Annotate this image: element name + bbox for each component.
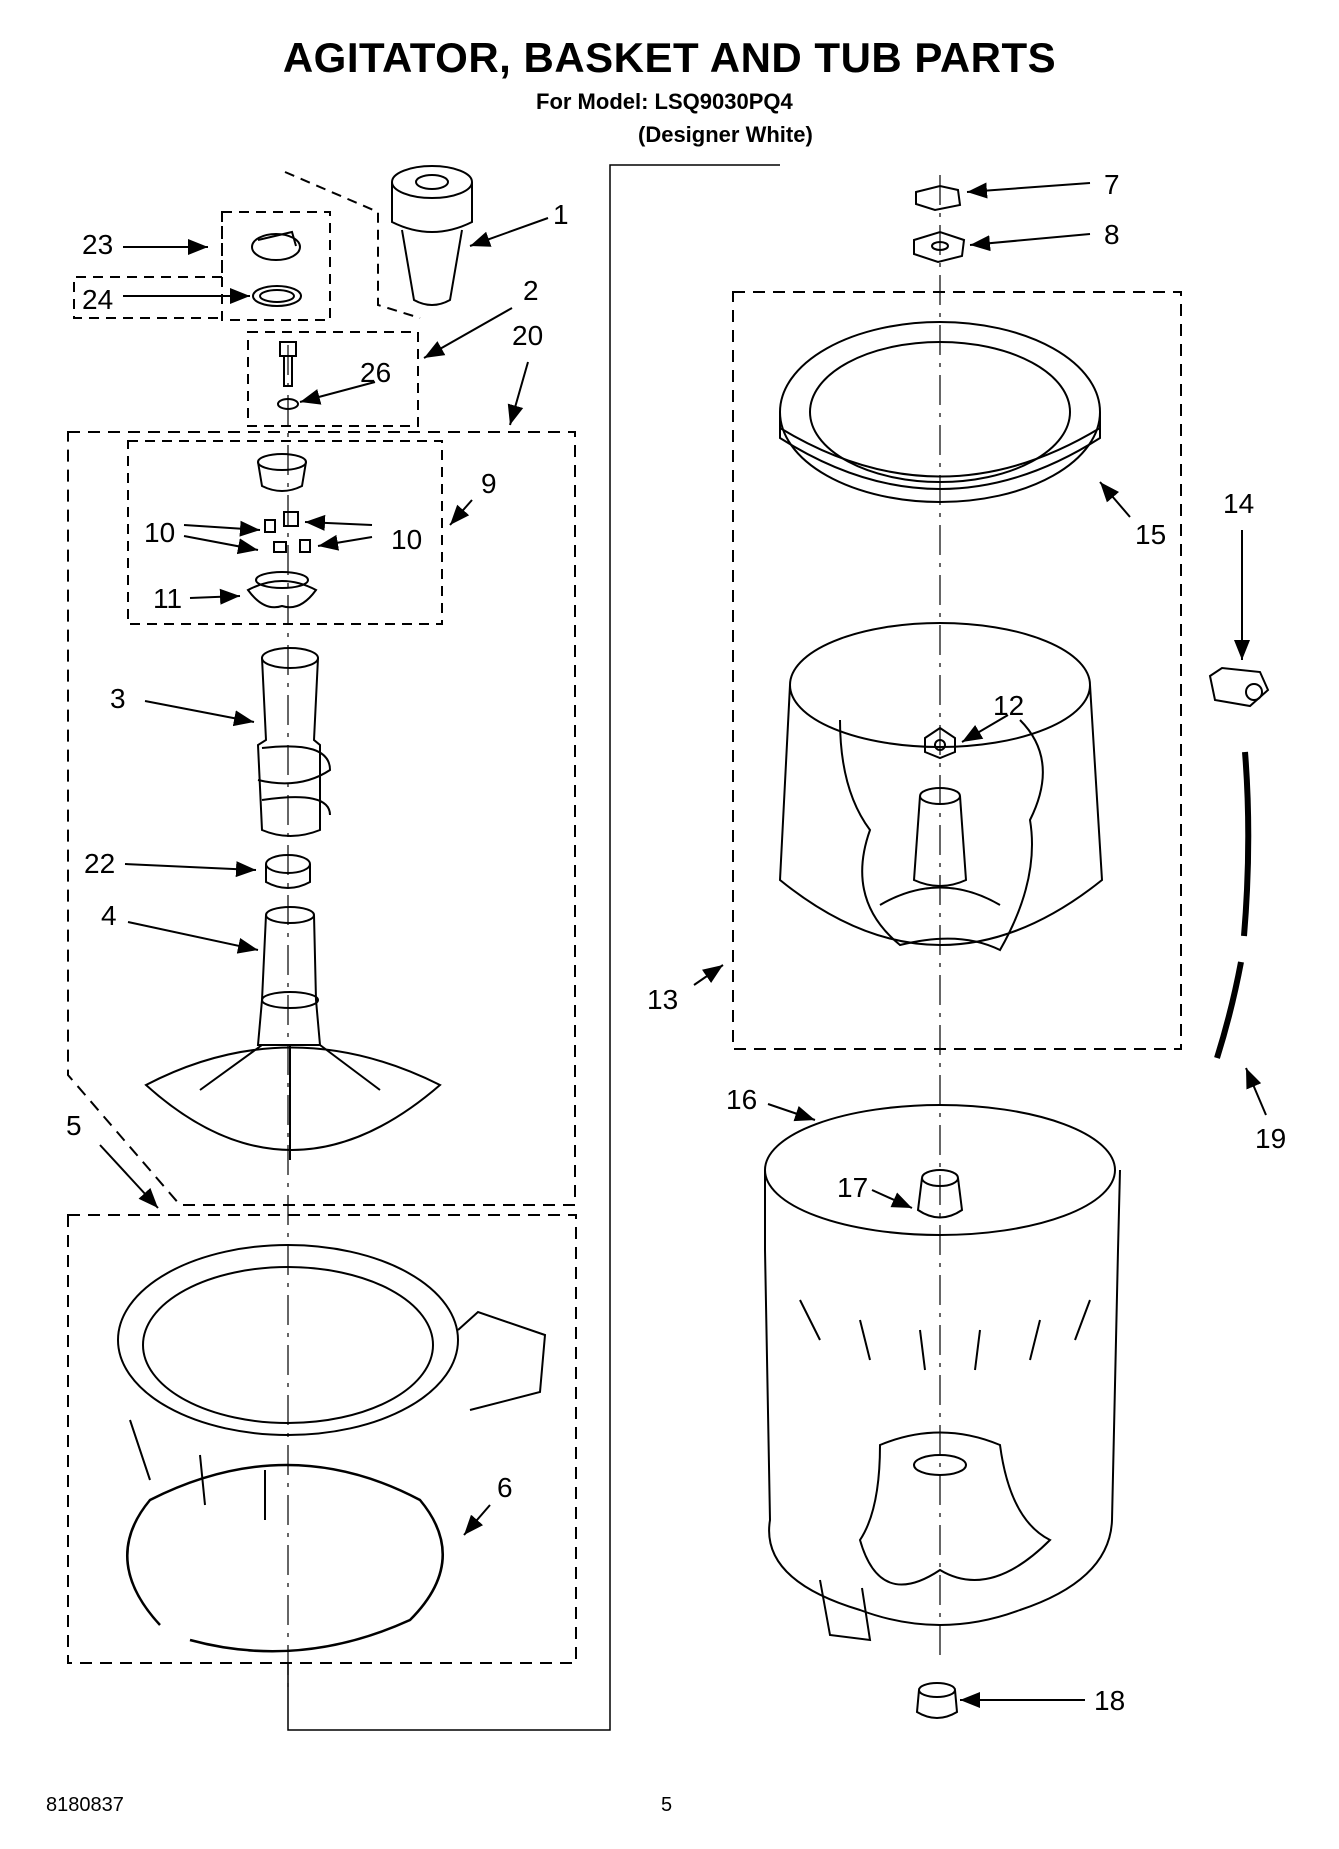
callout-label: 12 xyxy=(993,690,1024,721)
group-box-20 xyxy=(67,431,576,1206)
cap-part xyxy=(251,230,301,261)
cam-part xyxy=(257,453,307,492)
agitator-base-part xyxy=(144,906,442,1160)
callout-label: 7 xyxy=(1104,169,1120,200)
callout-label: 13 xyxy=(647,984,678,1015)
drive-bell-part xyxy=(916,1169,964,1219)
callout-label: 23 xyxy=(82,229,113,260)
callout-label: 24 xyxy=(82,284,113,315)
tub-ring-part xyxy=(117,1244,547,1520)
callout-label: 4 xyxy=(101,900,117,931)
callout-label: 10 xyxy=(144,517,175,548)
balance-ring-part xyxy=(779,321,1101,503)
callout-label: 3 xyxy=(110,683,126,714)
document-number: 8180837 xyxy=(46,1794,124,1816)
clip-part xyxy=(915,184,962,212)
snap-ring-part xyxy=(126,1463,444,1653)
hub-nut-part xyxy=(924,726,956,760)
bearing-part xyxy=(265,854,311,889)
group-box-2 xyxy=(247,331,419,427)
group-box-9 xyxy=(127,440,443,625)
callout-label: 17 xyxy=(837,1172,868,1203)
dispenser-cup-part xyxy=(391,165,473,306)
callout-label: 14 xyxy=(1223,488,1254,519)
variant-label: (Designer White) xyxy=(638,122,813,147)
callout-label: 20 xyxy=(512,320,543,351)
page-number: 5 xyxy=(661,1794,673,1816)
tub-hub-part xyxy=(915,1682,959,1719)
group-box-23-24 xyxy=(221,211,331,321)
model-line: For Model: LSQ9030PQ4 xyxy=(536,89,793,114)
callout-label: 19 xyxy=(1255,1123,1286,1154)
callout-label: 22 xyxy=(84,848,115,879)
callout-arrows xyxy=(99,182,1267,1708)
callout-label: 10 xyxy=(391,524,422,555)
callout-label: 1 xyxy=(553,199,569,230)
callout-label: 2 xyxy=(523,275,539,306)
hose-clip-part xyxy=(1208,666,1270,708)
auger-part xyxy=(256,647,332,837)
hose-part xyxy=(1241,751,1252,937)
group-box-24 xyxy=(73,276,222,319)
callout-label: 5 xyxy=(66,1110,82,1141)
callout-label: 18 xyxy=(1094,1685,1125,1716)
dash-link-1 xyxy=(284,171,421,319)
outer-tub-part xyxy=(764,1104,1121,1642)
basket-part xyxy=(778,622,1104,952)
connector-line xyxy=(287,164,780,1731)
dog-parts xyxy=(264,511,311,553)
callout-label: 26 xyxy=(360,357,391,388)
ring-part xyxy=(252,285,302,307)
callout-label: 11 xyxy=(153,583,182,614)
callout-label: 16 xyxy=(726,1084,757,1115)
bolt-part xyxy=(277,341,299,410)
dog-ring-part xyxy=(246,571,318,609)
page-title: AGITATOR, BASKET AND TUB PARTS xyxy=(282,34,1057,81)
callout-label: 15 xyxy=(1135,519,1166,550)
group-box-5 xyxy=(67,1214,577,1664)
callout-label: 8 xyxy=(1104,219,1120,250)
group-box-13 xyxy=(732,291,1182,1050)
callout-label: 6 xyxy=(497,1472,513,1503)
callout-label: 9 xyxy=(481,468,497,499)
nut-part xyxy=(913,230,966,264)
